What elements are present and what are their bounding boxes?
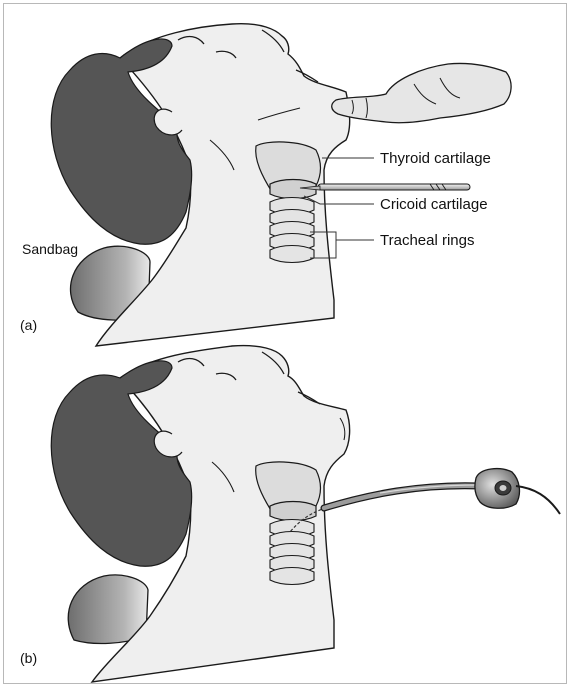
label-cricoid-cartilage: Cricoid cartilage: [380, 196, 488, 213]
needle: [300, 184, 470, 190]
guide-wire: [516, 486, 560, 514]
tracheal-rings: [270, 198, 314, 263]
panel-b: (b): [20, 346, 560, 682]
label-thyroid-cartilage: Thyroid cartilage: [380, 150, 491, 167]
connector-hub: [475, 469, 520, 509]
label-sandbag: Sandbag: [22, 241, 78, 257]
hand-shape: [332, 63, 511, 122]
cricoid-cartilage-shape-b: [270, 502, 316, 521]
label-panel-b: (b): [20, 650, 37, 666]
panel-a: Thyroid cartilage Cricoid cartilage Trac…: [20, 24, 511, 346]
label-panel-a: (a): [20, 317, 37, 333]
label-tracheal-rings: Tracheal rings: [380, 232, 474, 249]
